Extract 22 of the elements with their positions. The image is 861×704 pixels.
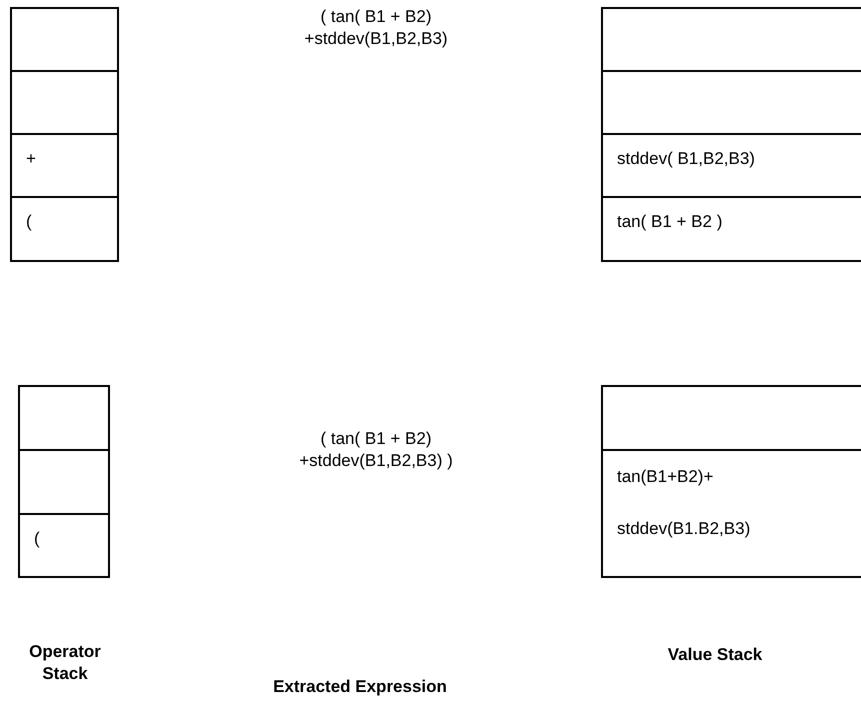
empty-stack-cell [601, 7, 861, 72]
stack-entry: + [26, 149, 36, 169]
stack-cell [601, 449, 861, 578]
stack-entry: tan( B1 + B2 ) [617, 212, 722, 232]
stack-caption: Value Stack [666, 644, 764, 666]
empty-stack-cell [10, 7, 119, 72]
expression-caption: Extracted Expression [272, 676, 448, 698]
stack-caption: Operator Stack [28, 641, 102, 685]
stack-cell [601, 196, 861, 262]
stack-entry: ( [34, 529, 40, 549]
stack-entry: ( [26, 212, 32, 232]
stack-entry: stddev( B1,B2,B3) [617, 149, 755, 169]
stack-cell [18, 513, 110, 578]
empty-stack-cell [18, 449, 110, 515]
empty-stack-cell [10, 70, 119, 135]
stack-cell [10, 196, 119, 262]
expression-text: ( tan( B1 + B2) +stddev(B1,B2,B3) ) [298, 428, 454, 472]
stack-entry: tan(B1+B2)+ stddev(B1.B2,B3) [617, 466, 752, 540]
empty-stack-cell [18, 385, 110, 451]
empty-stack-cell [601, 385, 861, 451]
expression-text: ( tan( B1 + B2) +stddev(B1,B2,B3) [303, 6, 449, 50]
stack-cell [10, 133, 119, 198]
